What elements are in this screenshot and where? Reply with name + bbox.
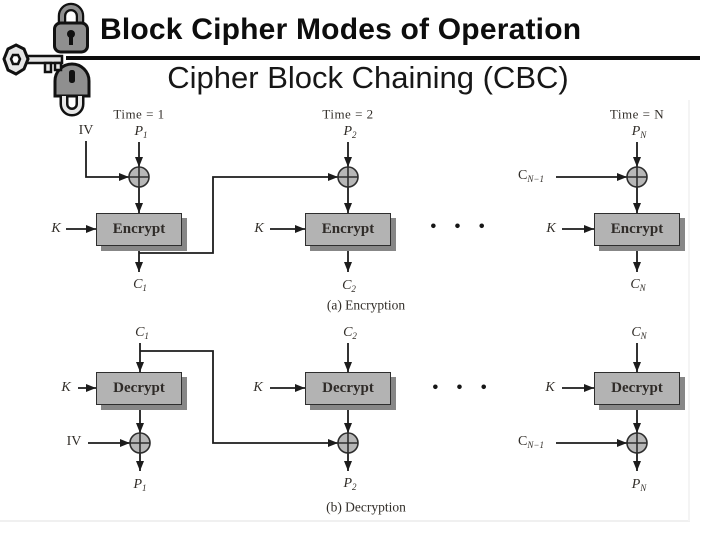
- label-key-enc-1: K: [51, 221, 61, 236]
- padlock-icon: [53, 2, 89, 54]
- var-sub: N: [639, 283, 646, 293]
- var-sub: 1: [144, 331, 149, 341]
- var-main: C: [133, 277, 143, 292]
- key-icon: [2, 43, 64, 76]
- time-label-2: Time = 2: [322, 106, 374, 122]
- var-sub: N: [640, 483, 647, 493]
- slide-subtitle: Cipher Block Chaining (CBC): [167, 60, 569, 95]
- var-main: C: [342, 278, 352, 293]
- label-cipher-in-n: CN: [631, 325, 647, 341]
- label-key-enc-n: K: [546, 221, 556, 236]
- xor-icon: [128, 166, 150, 188]
- xor-icon: [626, 432, 648, 454]
- var-main: P: [134, 124, 144, 139]
- var-main: P: [631, 477, 641, 492]
- figure-bottom-edge: [0, 520, 690, 522]
- var-main: C: [631, 325, 641, 340]
- var-sub: N: [640, 331, 647, 341]
- encrypt-box-n: Encrypt: [594, 213, 680, 246]
- var-main: C: [343, 325, 353, 340]
- label-cipher-out-1: C1: [133, 277, 147, 293]
- slide-title: Block Cipher Modes of Operation: [100, 13, 582, 46]
- caption-decryption: (b) Decryption: [326, 499, 406, 515]
- label-plaintext-n: PN: [631, 124, 647, 140]
- caption-encryption: (a) Encryption: [326, 297, 406, 313]
- var-main: P: [133, 477, 143, 492]
- var-sub: 1: [143, 130, 148, 140]
- encrypt-box-1: Encrypt: [96, 213, 182, 246]
- decrypt-box-2: Decrypt: [305, 372, 391, 405]
- label-plain-out-1: P1: [133, 477, 147, 493]
- var-sub: 2: [352, 130, 357, 140]
- label-chain-dec: CN−1: [518, 434, 544, 450]
- title-underline: [66, 56, 700, 60]
- ellipsis-enc: • • •: [430, 216, 492, 236]
- label-cipher-in-1: C1: [135, 325, 149, 341]
- var-sub: 2: [351, 284, 356, 294]
- xor-icon: [337, 166, 359, 188]
- time-label-n: Time = N: [609, 106, 665, 122]
- var-main: C: [518, 434, 528, 449]
- var-main: C: [135, 325, 145, 340]
- decrypt-box-1: Decrypt: [96, 372, 182, 405]
- decrypt-box-n: Decrypt: [594, 372, 680, 405]
- label-cipher-in-2: C2: [343, 325, 357, 341]
- label-key-enc-2: K: [254, 221, 264, 236]
- ellipsis-dec: • • •: [432, 377, 494, 397]
- label-key-dec-2: K: [253, 380, 263, 395]
- label-key-dec-n: K: [545, 380, 555, 395]
- var-main: P: [631, 124, 641, 139]
- var-sub: 2: [352, 482, 357, 492]
- label-plaintext-1: P1: [134, 124, 148, 140]
- var-sub: 1: [142, 283, 147, 293]
- label-chain-enc: CN−1: [518, 168, 544, 184]
- flow-lines: [66, 141, 641, 471]
- label-cipher-out-n: CN: [630, 277, 646, 293]
- figure-right-edge: [688, 100, 690, 521]
- encrypt-box-2: Encrypt: [305, 213, 391, 246]
- label-iv-dec: IV: [66, 434, 82, 449]
- var-sub: N−1: [527, 174, 544, 184]
- var-sub: N: [640, 130, 647, 140]
- var-sub: 2: [352, 331, 357, 341]
- var-main: C: [630, 277, 640, 292]
- label-plaintext-2: P2: [343, 124, 357, 140]
- label-plain-out-2: P2: [343, 476, 357, 492]
- var-sub: N−1: [527, 440, 544, 450]
- var-main: P: [343, 476, 353, 491]
- padlock-inverted-icon: [53, 62, 91, 117]
- label-key-dec-1: K: [61, 380, 71, 395]
- label-cipher-out-2: C2: [342, 278, 356, 294]
- xor-icon: [626, 166, 648, 188]
- var-main: C: [518, 168, 528, 183]
- xor-icon: [129, 432, 151, 454]
- xor-icon: [337, 432, 359, 454]
- var-sub: 1: [142, 483, 147, 493]
- time-label-1: Time = 1: [113, 106, 165, 122]
- label-iv-enc: IV: [78, 123, 94, 138]
- var-main: P: [343, 124, 353, 139]
- label-plain-out-n: PN: [631, 477, 647, 493]
